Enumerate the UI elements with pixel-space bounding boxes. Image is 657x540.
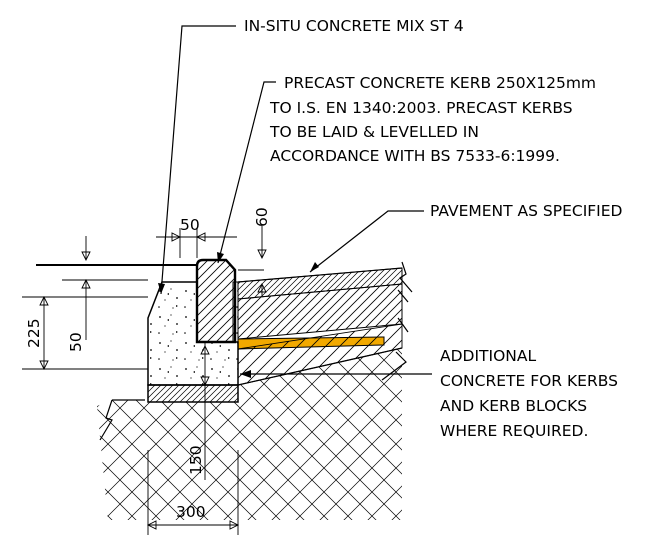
subgrade-hatch bbox=[97, 348, 402, 520]
label-kerb-line-4: ACCORDANCE WITH BS 7533-6:1999. bbox=[270, 147, 560, 165]
label-additional-line-3: AND KERB BLOCKS bbox=[440, 397, 587, 415]
dim-upstand: 60 bbox=[253, 207, 271, 227]
dim-base-width: 300 bbox=[176, 503, 206, 521]
label-additional-line-2: CONCRETE FOR KERBS bbox=[440, 372, 618, 390]
dim-haunch-depth: 150 bbox=[187, 445, 205, 475]
dim-overall-height: 225 bbox=[25, 318, 43, 348]
label-kerb-line-1: PRECAST CONCRETE KERB 250X125mm bbox=[284, 74, 596, 92]
label-additional-line-1: ADDITIONAL bbox=[440, 347, 536, 365]
label-kerb-line-3: TO BE LAID & LEVELLED IN bbox=[269, 123, 479, 141]
dim-top-width: 50 bbox=[180, 216, 200, 234]
blinding-layer bbox=[147, 384, 239, 403]
break-line-left bbox=[99, 399, 113, 441]
label-kerb-line-2: TO I.S. EN 1340:2003. PRECAST KERBS bbox=[269, 99, 573, 117]
break-line-right bbox=[381, 261, 413, 381]
label-additional-line-4: WHERE REQUIRED. bbox=[440, 422, 588, 440]
label-pavement: PAVEMENT AS SPECIFIED bbox=[430, 202, 623, 220]
precast-kerb bbox=[195, 258, 237, 344]
label-concrete-mix: IN-SITU CONCRETE MIX ST 4 bbox=[244, 17, 464, 35]
dim-left-height: 50 bbox=[67, 332, 85, 352]
